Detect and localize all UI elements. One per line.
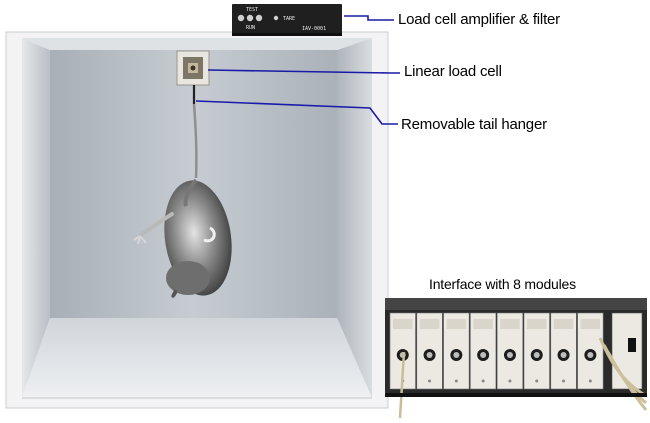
interface-module: [470, 312, 497, 390]
label-amplifier: Load cell amplifier & filter: [398, 11, 560, 28]
interface-module: [523, 312, 550, 390]
load-cell: [176, 50, 210, 104]
label-interface: Interface with 8 modules: [429, 276, 576, 292]
amp-tare-text: TARE: [283, 16, 295, 22]
amplifier-unit: TEST RUN TARE IAV-0001: [232, 4, 342, 36]
cabinet-ceiling: [22, 38, 372, 50]
interface-module: [443, 312, 470, 390]
cabinet-floor: [22, 318, 372, 398]
mouse-illustration: [133, 178, 232, 298]
leader-tail-hanger: [195, 100, 398, 125]
leader-amplifier: [344, 15, 394, 21]
interface-unit: [385, 298, 648, 419]
amp-run-text: RUN: [246, 25, 255, 31]
cabinet-right-wall: [337, 38, 372, 398]
label-tail-hanger: Removable tail hanger: [401, 116, 547, 133]
interface-module: [577, 312, 604, 390]
cabinet-left-wall: [22, 38, 50, 398]
leader-lines: [195, 15, 400, 125]
interface-module: [550, 312, 577, 390]
interface-modules: [389, 312, 604, 390]
interface-module: [416, 312, 443, 390]
label-load-cell: Linear load cell: [404, 63, 502, 80]
interface-module: [496, 312, 524, 390]
tail-hanger: [192, 103, 198, 179]
amp-model-text: IAV-0001: [302, 26, 326, 32]
leader-load-cell: [207, 69, 400, 74]
amp-test-text: TEST: [246, 7, 258, 13]
